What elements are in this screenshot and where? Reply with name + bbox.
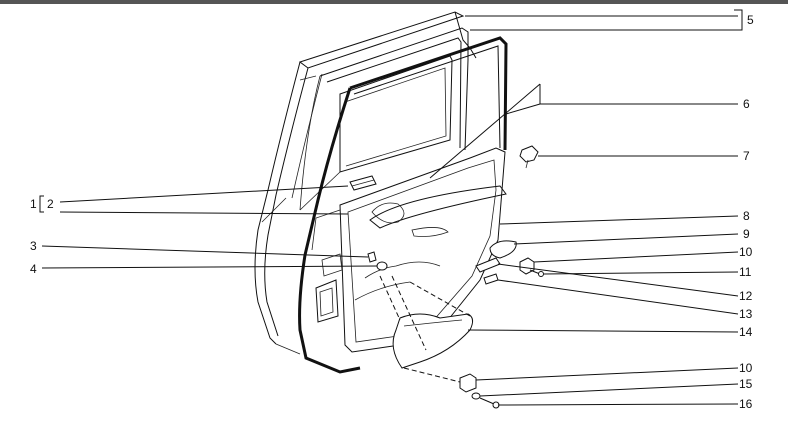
door-trim-panel [311, 147, 507, 353]
callout-10-upper: 10 [739, 245, 753, 259]
top-border-rule [0, 0, 788, 4]
callout-1: 1 [30, 197, 37, 211]
callout-labels: 1 2 3 4 5 6 7 8 9 10 11 12 13 14 10 15 1… [30, 13, 754, 411]
callout-3: 3 [30, 239, 37, 253]
fastener-set-lower [459, 373, 500, 409]
callout-2: 2 [47, 197, 54, 211]
inner-panel-cutouts [315, 253, 343, 323]
fastener-nut-screw-upper [519, 257, 544, 277]
callout-5: 5 [747, 13, 754, 27]
callout-12: 12 [739, 289, 753, 303]
callout-10-lower: 10 [739, 361, 753, 375]
callout-16: 16 [739, 397, 753, 411]
callout-11: 11 [739, 265, 752, 279]
window-frame [299, 27, 469, 211]
callout-7: 7 [743, 149, 750, 163]
callout-9: 9 [743, 227, 750, 241]
leader-lines [39, 9, 743, 406]
callout-8: 8 [743, 209, 750, 223]
door-outer-frame [254, 11, 477, 355]
outer-door-handle [349, 175, 377, 191]
callout-13: 13 [739, 307, 753, 321]
callout-15: 15 [739, 377, 753, 391]
trim-screws [367, 251, 388, 271]
callout-4: 4 [30, 262, 37, 276]
callout-14: 14 [739, 325, 753, 339]
callout-6: 6 [743, 97, 750, 111]
trim-clip [519, 145, 539, 169]
pull-handle [489, 240, 517, 259]
